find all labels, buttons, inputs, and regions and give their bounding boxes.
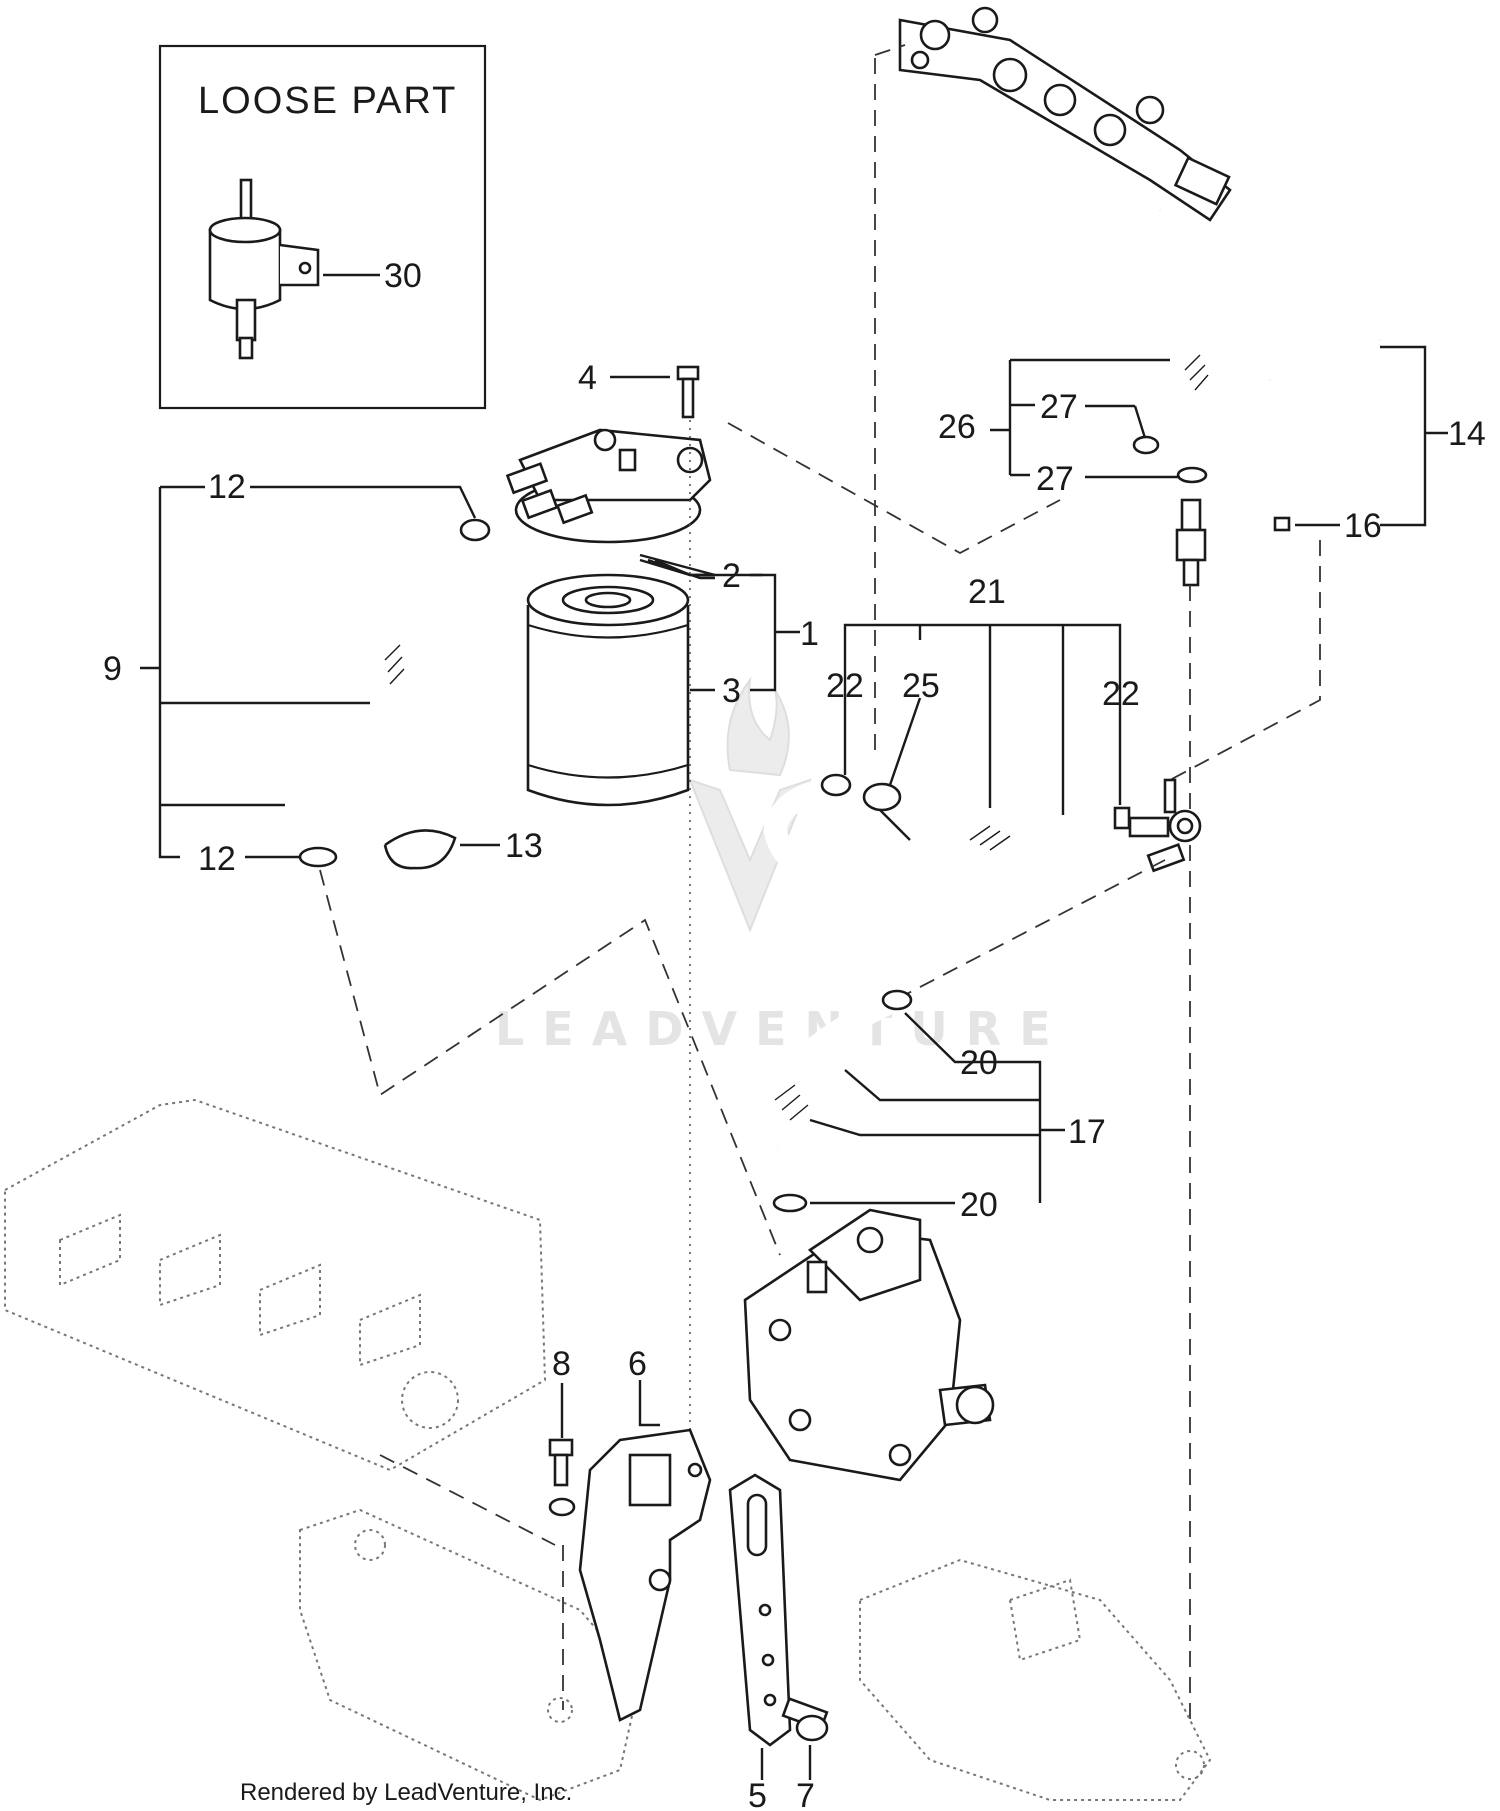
part-8-bolt[interactable] [548, 1438, 576, 1517]
callout-2[interactable]: 2 [722, 557, 741, 595]
part-21-hose[interactable] [763, 778, 1120, 892]
part-20-clamp-lower[interactable] [772, 1193, 808, 1213]
part-22-clamp-left[interactable] [820, 773, 852, 797]
part-20-clamp-upper[interactable] [881, 989, 913, 1011]
callout-7[interactable]: 7 [796, 1777, 815, 1811]
part-14-leakoff-hose[interactable] [1158, 208, 1382, 532]
part-3-filter-cartridge[interactable] [526, 573, 690, 807]
callout-26[interactable]: 26 [938, 408, 976, 446]
callout-27-top[interactable]: 27 [1040, 388, 1078, 426]
footer-credit: Rendered by LeadVenture, Inc. [240, 1779, 572, 1806]
callout-8[interactable]: 8 [552, 1345, 571, 1383]
callout-3[interactable]: 3 [722, 672, 741, 710]
leadventure-logo-icon [688, 676, 812, 933]
callout-9[interactable]: 9 [103, 650, 122, 688]
callout-5[interactable]: 5 [748, 1777, 767, 1811]
watermark: LEADVENTURE [495, 676, 1069, 1056]
part-6-bracket[interactable] [578, 1428, 712, 1722]
callout-20-bottom[interactable]: 20 [960, 1186, 998, 1224]
callout-14[interactable]: 14 [1448, 415, 1486, 453]
part-cylinder-head [4, 1098, 547, 1472]
part-banjo-fitting[interactable] [1175, 498, 1207, 587]
inset-title: LOOSE PART [198, 80, 457, 122]
callout-12-bottom[interactable]: 12 [198, 840, 236, 878]
callout-4[interactable]: 4 [578, 359, 597, 397]
callout-25[interactable]: 25 [902, 667, 940, 705]
part-13-clamp[interactable] [383, 829, 457, 870]
part-12-clamp-lower[interactable] [298, 846, 338, 868]
callout-20-top[interactable]: 20 [960, 1044, 998, 1082]
part-26-hose[interactable] [1179, 307, 1311, 461]
part-4-bolt[interactable] [676, 365, 700, 419]
part-7-bolt[interactable] [781, 1697, 829, 1742]
loose-part-inset: LOOSE PART 30 [158, 44, 487, 410]
callout-21[interactable]: 21 [968, 573, 1006, 611]
part-22-clamp-right[interactable] [1113, 806, 1131, 830]
callout-17[interactable]: 17 [1068, 1113, 1106, 1151]
part-12-clamp-upper[interactable] [459, 518, 491, 542]
callout-22-right[interactable]: 22 [1102, 675, 1140, 713]
part-27-clamp-upper[interactable] [1132, 435, 1160, 455]
part-9-hose[interactable] [294, 530, 467, 835]
part-5-stay[interactable] [728, 1473, 792, 1747]
part-exhaust-manifold-right [859, 1558, 1212, 1801]
callout-30[interactable]: 30 [384, 257, 422, 295]
watermark-text: LEADVENTURE [495, 1002, 1069, 1056]
callout-6[interactable]: 6 [628, 1345, 647, 1383]
part-fuel-rail[interactable] [898, 6, 1232, 222]
part-2-filter-head[interactable] [505, 428, 712, 544]
part-30-fuel-filter[interactable] [208, 178, 320, 360]
part-17-hose[interactable] [763, 989, 900, 1152]
part-fuel-injection-pump[interactable] [743, 1208, 995, 1482]
part-25-clamp[interactable] [862, 782, 911, 841]
callout-12-top[interactable]: 12 [208, 468, 246, 506]
callout-13[interactable]: 13 [505, 827, 543, 865]
callout-1[interactable]: 1 [800, 615, 819, 653]
callout-16[interactable]: 16 [1344, 507, 1382, 545]
callout-27-bottom[interactable]: 27 [1036, 460, 1074, 498]
part-27-clamp-lower[interactable] [1176, 466, 1208, 484]
part-intake-manifold-left [299, 1508, 642, 1802]
callout-22-left[interactable]: 22 [826, 667, 864, 705]
